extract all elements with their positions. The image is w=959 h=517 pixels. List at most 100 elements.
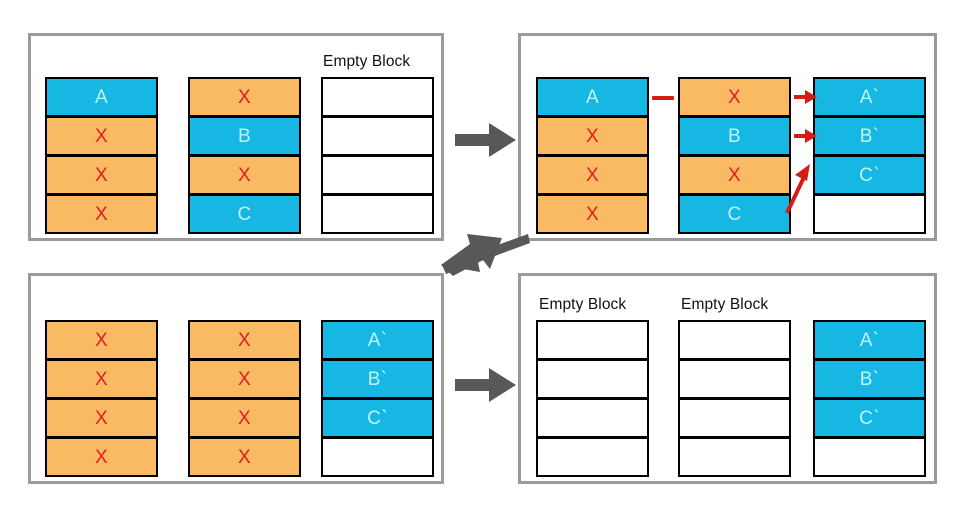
memory-cell[interactable]: X	[536, 116, 649, 156]
memory-cell[interactable]: X	[188, 155, 301, 195]
empty-block-caption: Empty Block	[539, 296, 627, 313]
memory-cell[interactable]: A`	[321, 320, 434, 360]
memory-cell[interactable]: X	[188, 320, 301, 360]
cell-label: C	[727, 203, 742, 225]
cell-label: B`	[367, 368, 388, 390]
cell-label: X	[586, 125, 599, 147]
stack-4-2	[678, 320, 791, 479]
memory-cell[interactable]: X	[45, 155, 158, 195]
memory-cell[interactable]	[678, 437, 791, 477]
memory-cell[interactable]	[813, 194, 926, 234]
memory-cell[interactable]: X	[188, 398, 301, 438]
cell-label: X	[728, 164, 741, 186]
cell-label: B	[238, 125, 251, 147]
memory-cell[interactable]: X	[45, 194, 158, 234]
memory-cell[interactable]: X	[536, 194, 649, 234]
cell-label: B	[728, 125, 741, 147]
cell-label: X	[238, 368, 251, 390]
memory-cell[interactable]: B`	[813, 116, 926, 156]
cell-label: B`	[859, 368, 880, 390]
empty-block-caption: Empty Block	[681, 296, 769, 313]
memory-cell[interactable]	[678, 398, 791, 438]
memory-cell[interactable]	[536, 437, 649, 477]
memory-cell[interactable]: X	[188, 77, 301, 117]
panel-step-2: A X X X X B X C A` B` C`	[518, 33, 937, 241]
cell-label: X	[238, 446, 251, 468]
cell-label: X	[95, 368, 108, 390]
memory-cell[interactable]	[678, 320, 791, 360]
memory-cell[interactable]	[321, 437, 434, 477]
memory-cell[interactable]: C`	[813, 155, 926, 195]
cell-label: A	[586, 86, 599, 108]
cell-label: C`	[367, 407, 388, 429]
cell-label: X	[95, 407, 108, 429]
memory-cell[interactable]: X	[45, 116, 158, 156]
memory-cell[interactable]: A	[45, 77, 158, 117]
memory-cell[interactable]: A	[536, 77, 649, 117]
memory-cell[interactable]	[321, 155, 434, 195]
memory-cell[interactable]: X	[678, 77, 791, 117]
annotation-dash-a	[652, 96, 674, 100]
memory-cell[interactable]: B`	[321, 359, 434, 399]
stack-1-2: X B X C	[188, 77, 301, 236]
stack-2-3: A` B` C`	[813, 77, 926, 236]
annotation-arrow-a	[794, 87, 818, 107]
cell-label: X	[238, 407, 251, 429]
memory-cell[interactable]: X	[45, 320, 158, 360]
memory-cell[interactable]: X	[45, 398, 158, 438]
panel-step-4: Empty Block Empty Block A` B` C`	[518, 273, 937, 484]
stack-3-2: X X X X	[188, 320, 301, 479]
flow-arrow-left-diagonal-icon	[440, 232, 530, 280]
cell-label: X	[95, 125, 108, 147]
cell-label: X	[728, 86, 741, 108]
cell-label: A`	[859, 329, 880, 351]
stack-3-3: A` B` C`	[321, 320, 434, 479]
cell-label: X	[238, 86, 251, 108]
cell-label: X	[95, 446, 108, 468]
stack-1-1: A X X X	[45, 77, 158, 236]
cell-label: A	[95, 86, 108, 108]
cell-label: X	[95, 203, 108, 225]
cell-label: C`	[859, 164, 880, 186]
empty-block-caption: Empty Block	[323, 53, 411, 70]
flow-arrow-right-icon	[455, 364, 517, 406]
memory-cell[interactable]: A`	[813, 77, 926, 117]
memory-cell[interactable]	[536, 320, 649, 360]
memory-cell[interactable]: X	[536, 155, 649, 195]
panel-step-3: X X X X X X X X A` B` C`	[28, 273, 444, 484]
memory-cell[interactable]: X	[188, 437, 301, 477]
memory-cell[interactable]: C	[678, 194, 791, 234]
memory-cell[interactable]: X	[188, 359, 301, 399]
memory-cell[interactable]: A`	[813, 320, 926, 360]
stack-2-2: X B X C	[678, 77, 791, 236]
stack-2-1: A X X X	[536, 77, 649, 236]
memory-cell[interactable]: X	[45, 437, 158, 477]
cell-label: A`	[859, 86, 880, 108]
memory-cell[interactable]: C	[188, 194, 301, 234]
memory-cell[interactable]: X	[678, 155, 791, 195]
cell-label: X	[238, 329, 251, 351]
memory-cell[interactable]: X	[45, 359, 158, 399]
stack-4-1	[536, 320, 649, 479]
cell-label: X	[586, 203, 599, 225]
cell-label: X	[586, 164, 599, 186]
memory-cell[interactable]	[678, 359, 791, 399]
memory-cell[interactable]	[536, 398, 649, 438]
cell-label: B`	[859, 125, 880, 147]
memory-cell[interactable]	[813, 437, 926, 477]
annotation-arrow-b	[794, 126, 818, 146]
annotation-arrow-c	[781, 159, 815, 217]
stack-1-3	[321, 77, 434, 236]
memory-cell[interactable]: B	[678, 116, 791, 156]
cell-label: C	[237, 203, 252, 225]
memory-cell[interactable]	[321, 194, 434, 234]
memory-cell[interactable]: C`	[321, 398, 434, 438]
memory-cell[interactable]: B	[188, 116, 301, 156]
memory-cell[interactable]	[321, 116, 434, 156]
memory-cell[interactable]: B`	[813, 359, 926, 399]
cell-label: X	[95, 164, 108, 186]
memory-cell[interactable]: C`	[813, 398, 926, 438]
memory-cell[interactable]	[536, 359, 649, 399]
memory-cell[interactable]	[321, 77, 434, 117]
